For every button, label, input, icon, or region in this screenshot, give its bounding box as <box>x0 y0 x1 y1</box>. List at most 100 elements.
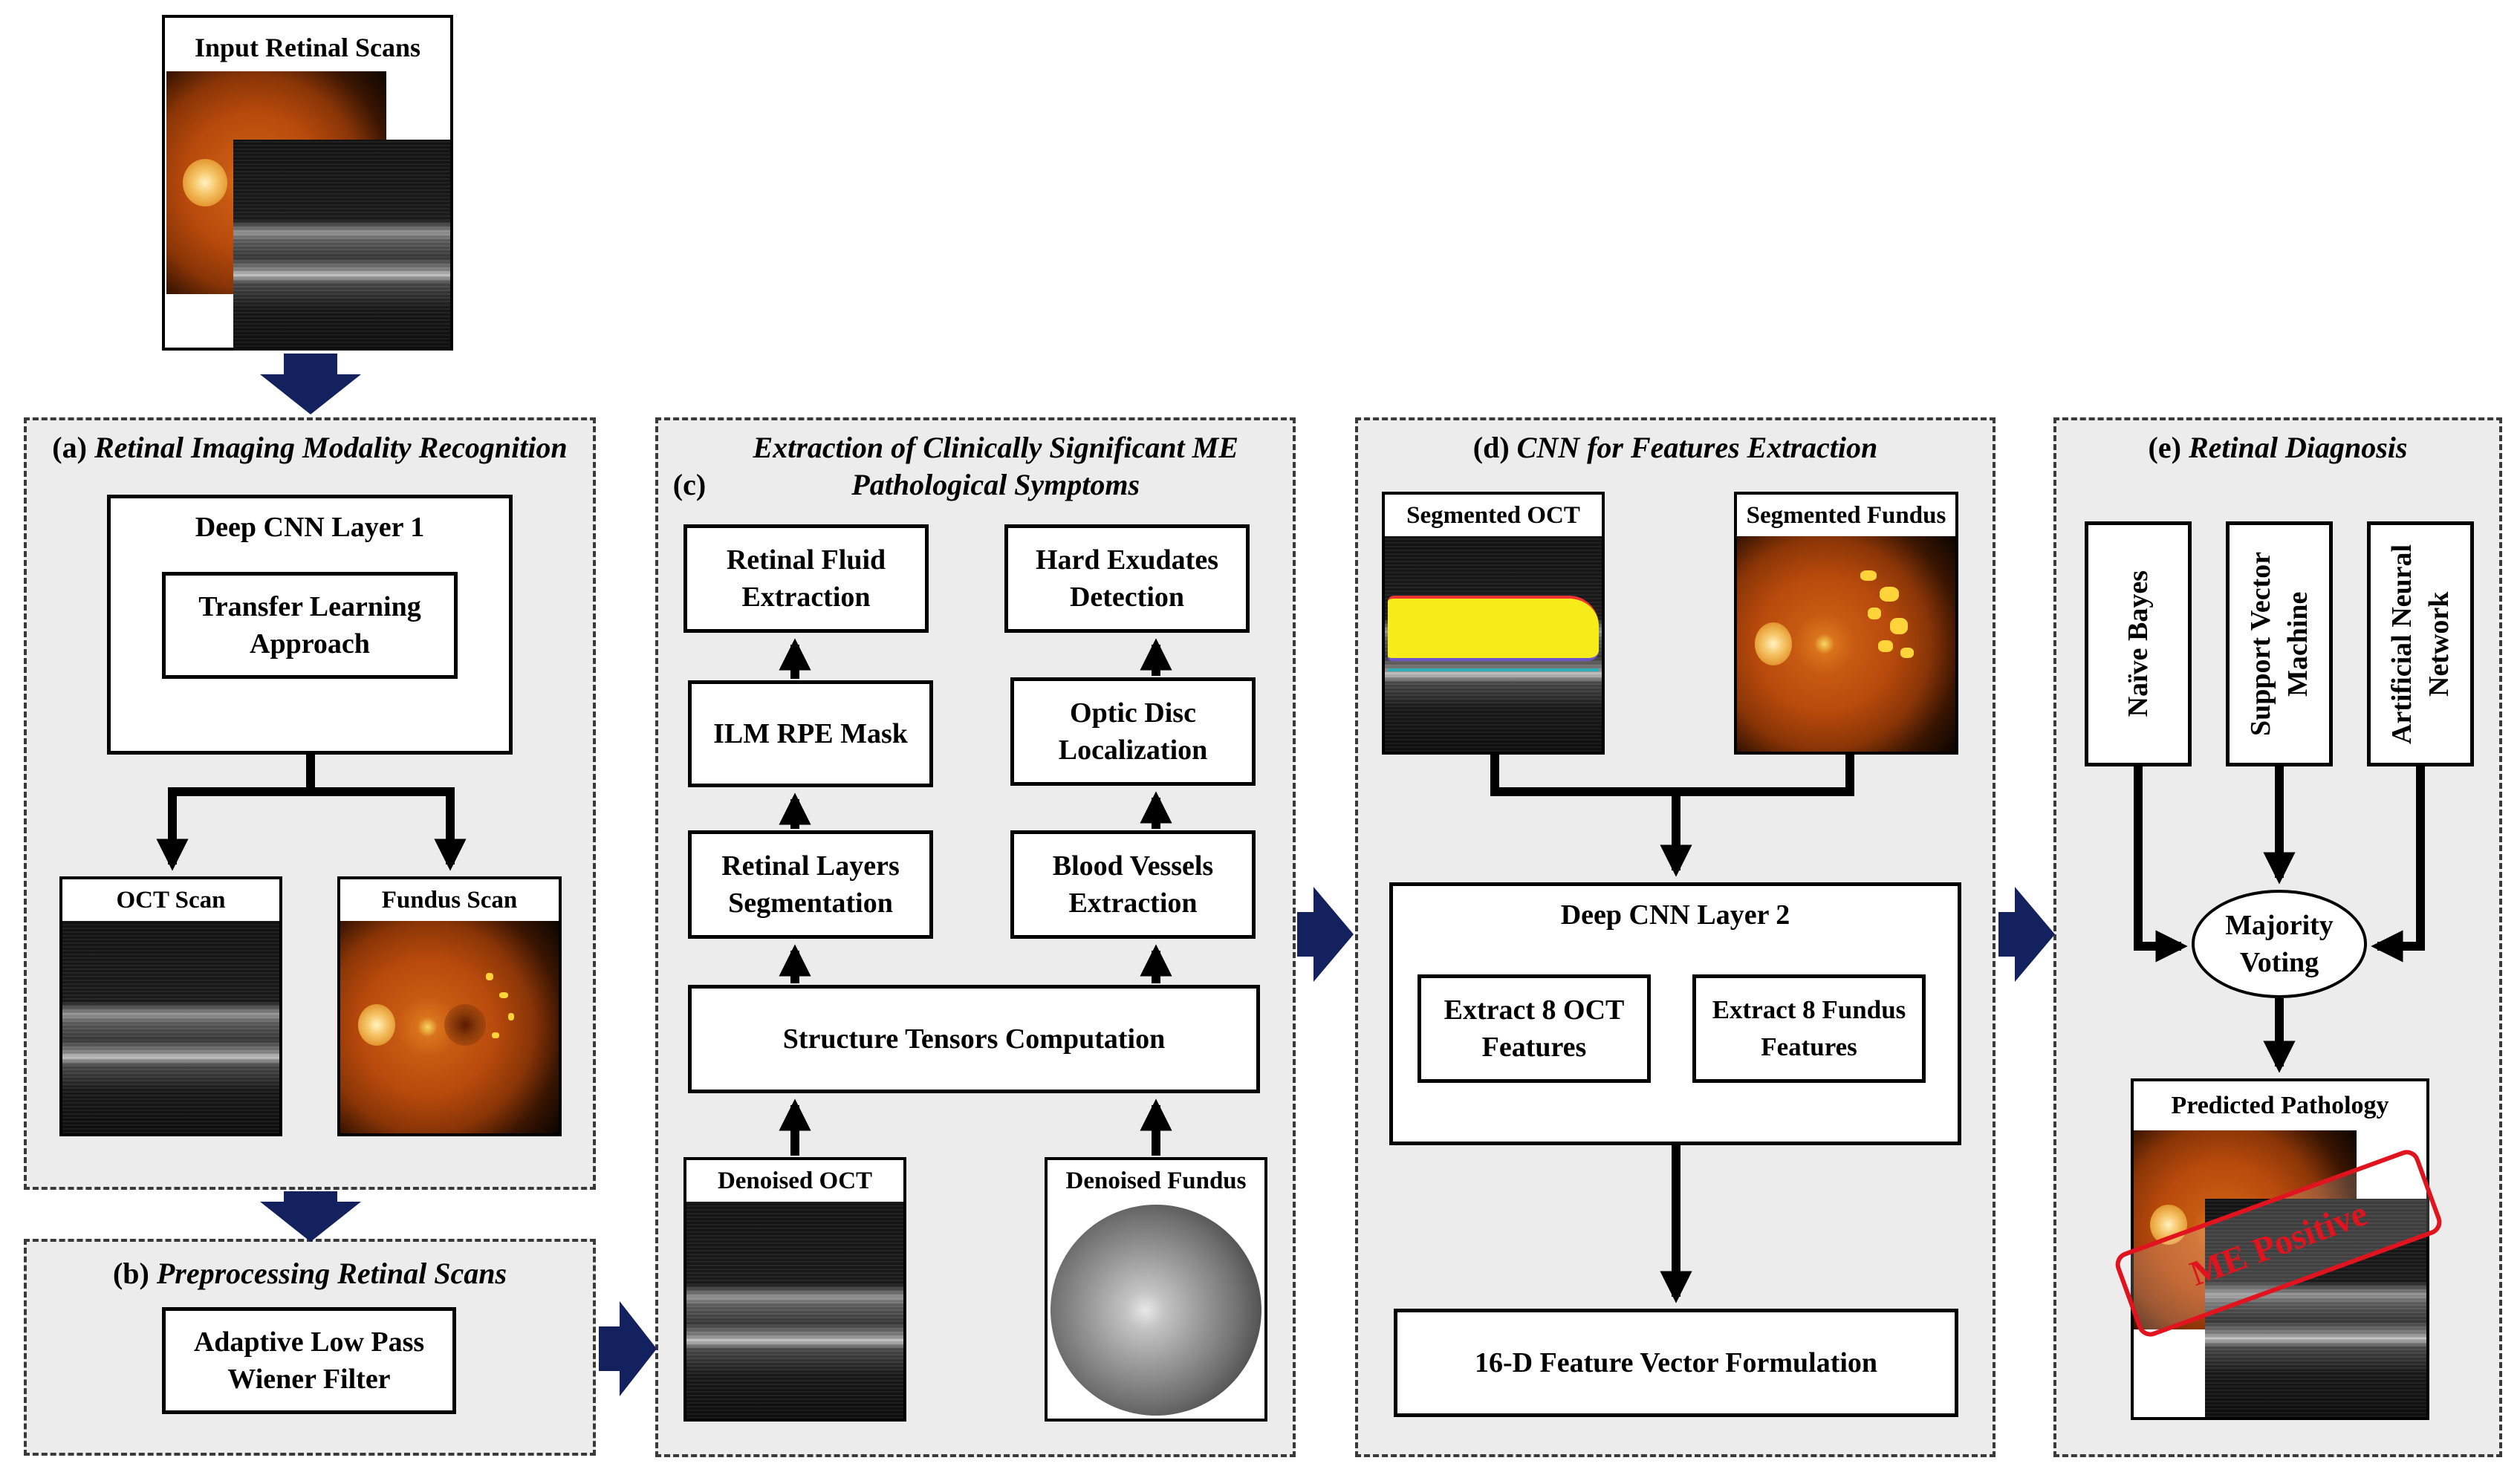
fundus-features-label: Extract 8 Fundus Features <box>1712 995 1906 1061</box>
arrow-ann-to-voting <box>2371 766 2425 963</box>
fundus-features-box: Extract 8 Fundus Features <box>1692 974 1926 1083</box>
predicted-oct-image <box>2205 1199 2426 1417</box>
denoised-oct-label: Denoised OCT <box>717 1167 873 1194</box>
transfer-learning-box: Transfer Learning Approach <box>162 572 458 679</box>
segmented-oct-card: Segmented OCT <box>1382 492 1605 755</box>
macula <box>444 1004 486 1046</box>
naive-bayes-box: Naïve Bayes <box>2085 521 2192 766</box>
panel-c-title: (c) Extraction of Clinically Significant… <box>658 429 1293 504</box>
oct-features-label: Extract 8 OCT Features <box>1444 994 1625 1063</box>
input-oct-image <box>233 140 450 351</box>
optic-disc <box>183 159 227 206</box>
structure-tensors-label: Structure Tensors Computation <box>782 1023 1166 1055</box>
connector-seg-oct <box>1490 755 1676 796</box>
oct-scan-card: OCT Scan <box>59 876 282 1136</box>
layers-segmentation-box: Retinal Layers Segmentation <box>688 830 933 939</box>
black-arrows <box>156 638 2425 1303</box>
segmented-oct-image <box>1385 536 1602 752</box>
ilm-rpe-mask-box: ILM RPE Mask <box>688 680 933 787</box>
panel-e-letter: (e) <box>2148 431 2181 464</box>
navy-arrow-input-to-a <box>260 354 361 414</box>
connector-seg-fundus <box>1676 755 1854 796</box>
exudate-spot <box>492 1032 499 1038</box>
denoised-oct-image <box>686 1202 903 1419</box>
panel-b-title: (b) Preprocessing Retinal Scans <box>27 1255 593 1292</box>
wiener-filter-box: Adaptive Low Pass Wiener Filter <box>162 1307 456 1414</box>
majority-voting-node: Majority Voting <box>2192 890 2367 998</box>
panel-d-title-text: CNN for Features Extraction <box>1516 431 1878 464</box>
structure-tensors-box: Structure Tensors Computation <box>688 985 1260 1093</box>
exudate-cluster <box>1890 618 1908 634</box>
oct-scan-label: OCT Scan <box>116 886 226 914</box>
fluid-segmentation-overlay <box>1388 596 1599 661</box>
navy-arrow-a-to-b <box>260 1191 361 1242</box>
denoised-fundus-label: Denoised Fundus <box>1065 1167 1247 1194</box>
deep-cnn-layer-2-label: Deep CNN Layer 2 <box>1560 899 1790 931</box>
panel-a-letter: (a) <box>52 431 87 464</box>
deep-cnn-layer-1-label: Deep CNN Layer 1 <box>195 512 425 543</box>
exudate-spot <box>486 973 493 980</box>
navy-arrows <box>260 354 2055 1396</box>
panel-c-letter: (c) <box>672 468 707 501</box>
ilm-rpe-mask-label: ILM RPE Mask <box>713 718 908 749</box>
panel-e-title: (e) Retinal Diagnosis <box>2056 429 2499 466</box>
layers-segmentation-label: Retinal Layers Segmentation <box>721 850 900 919</box>
panel-e-title-text: Retinal Diagnosis <box>2188 431 2408 464</box>
exudate-spot <box>499 992 508 998</box>
segmented-fundus-image <box>1737 536 1955 752</box>
rpe-boundary-line <box>1388 668 1599 671</box>
navy-arrow-d-to-e <box>1998 887 2055 982</box>
panel-c-title-text: Extraction of Clinically Significant ME … <box>753 431 1238 501</box>
fundus-scan-card: Fundus Scan <box>337 876 562 1136</box>
optic-disc <box>1755 622 1792 665</box>
denoised-fundus-image <box>1050 1205 1261 1416</box>
segmented-fundus-label: Segmented Fundus <box>1746 501 1946 529</box>
denoised-fundus-frame <box>1048 1202 1264 1419</box>
input-scans-title: Input Retinal Scans <box>194 33 421 62</box>
retinal-fluid-label: Retinal Fluid Extraction <box>726 544 886 613</box>
ann-box: Artificial Neural Network <box>2367 521 2474 766</box>
feature-vector-label: 16-D Feature Vector Formulation <box>1474 1347 1878 1378</box>
optic-disc <box>358 1004 395 1046</box>
exudate-cluster <box>1880 587 1899 602</box>
panel-a-title: (a) Retinal Imaging Modality Recognition <box>27 429 593 466</box>
arrow-layer1-to-fundus <box>311 787 467 871</box>
panel-d-title: (d) CNN for Features Extraction <box>1358 429 1993 466</box>
retinal-fluid-box: Retinal Fluid Extraction <box>683 524 929 633</box>
panel-d-letter: (d) <box>1472 431 1510 464</box>
panel-a-title-text: Retinal Imaging Modality Recognition <box>94 431 568 464</box>
arrow-nb-to-voting <box>2134 766 2188 963</box>
hard-exudates-box: Hard Exudates Detection <box>1004 524 1250 633</box>
oct-features-box: Extract 8 OCT Features <box>1418 974 1651 1083</box>
predicted-pathology-label: Predicted Pathology <box>2171 1092 2389 1119</box>
svm-box: Support Vector Machine <box>2226 521 2333 766</box>
blood-vessels-box: Blood Vessels Extraction <box>1010 830 1256 939</box>
navy-arrow-b-to-c <box>599 1301 657 1396</box>
oct-scan-image <box>62 921 279 1133</box>
fundus-scan-image <box>340 921 559 1133</box>
exudate-cluster <box>1868 608 1881 619</box>
exudate-cluster <box>1900 648 1914 658</box>
exudate-cluster <box>1878 640 1893 652</box>
hard-exudates-label: Hard Exudates Detection <box>1036 544 1218 613</box>
blood-vessels-label: Blood Vessels Extraction <box>1052 850 1214 919</box>
denoised-oct-card: Denoised OCT <box>683 1157 906 1422</box>
input-scans-card: Input Retinal Scans <box>162 15 453 351</box>
navy-arrow-c-to-d <box>1297 887 1354 982</box>
majority-voting-label: Majority Voting <box>2225 910 2334 978</box>
transfer-learning-label: Transfer Learning Approach <box>198 591 421 660</box>
exudate-spot <box>508 1013 514 1020</box>
optic-disc-label: Optic Disc Localization <box>1058 697 1208 766</box>
denoised-fundus-card: Denoised Fundus <box>1045 1157 1267 1422</box>
optic-disc-box: Optic Disc Localization <box>1010 677 1256 786</box>
feature-vector-box: 16-D Feature Vector Formulation <box>1394 1309 1958 1417</box>
fundus-scan-label: Fundus Scan <box>381 886 518 914</box>
panel-b-title-text: Preprocessing Retinal Scans <box>156 1257 507 1290</box>
segmented-oct-label: Segmented OCT <box>1406 501 1580 529</box>
predicted-pathology-card: Predicted Pathology <box>2131 1078 2429 1420</box>
optic-disc <box>2150 1205 2187 1245</box>
panel-b-letter: (b) <box>112 1257 149 1290</box>
exudate-cluster <box>1860 570 1877 581</box>
